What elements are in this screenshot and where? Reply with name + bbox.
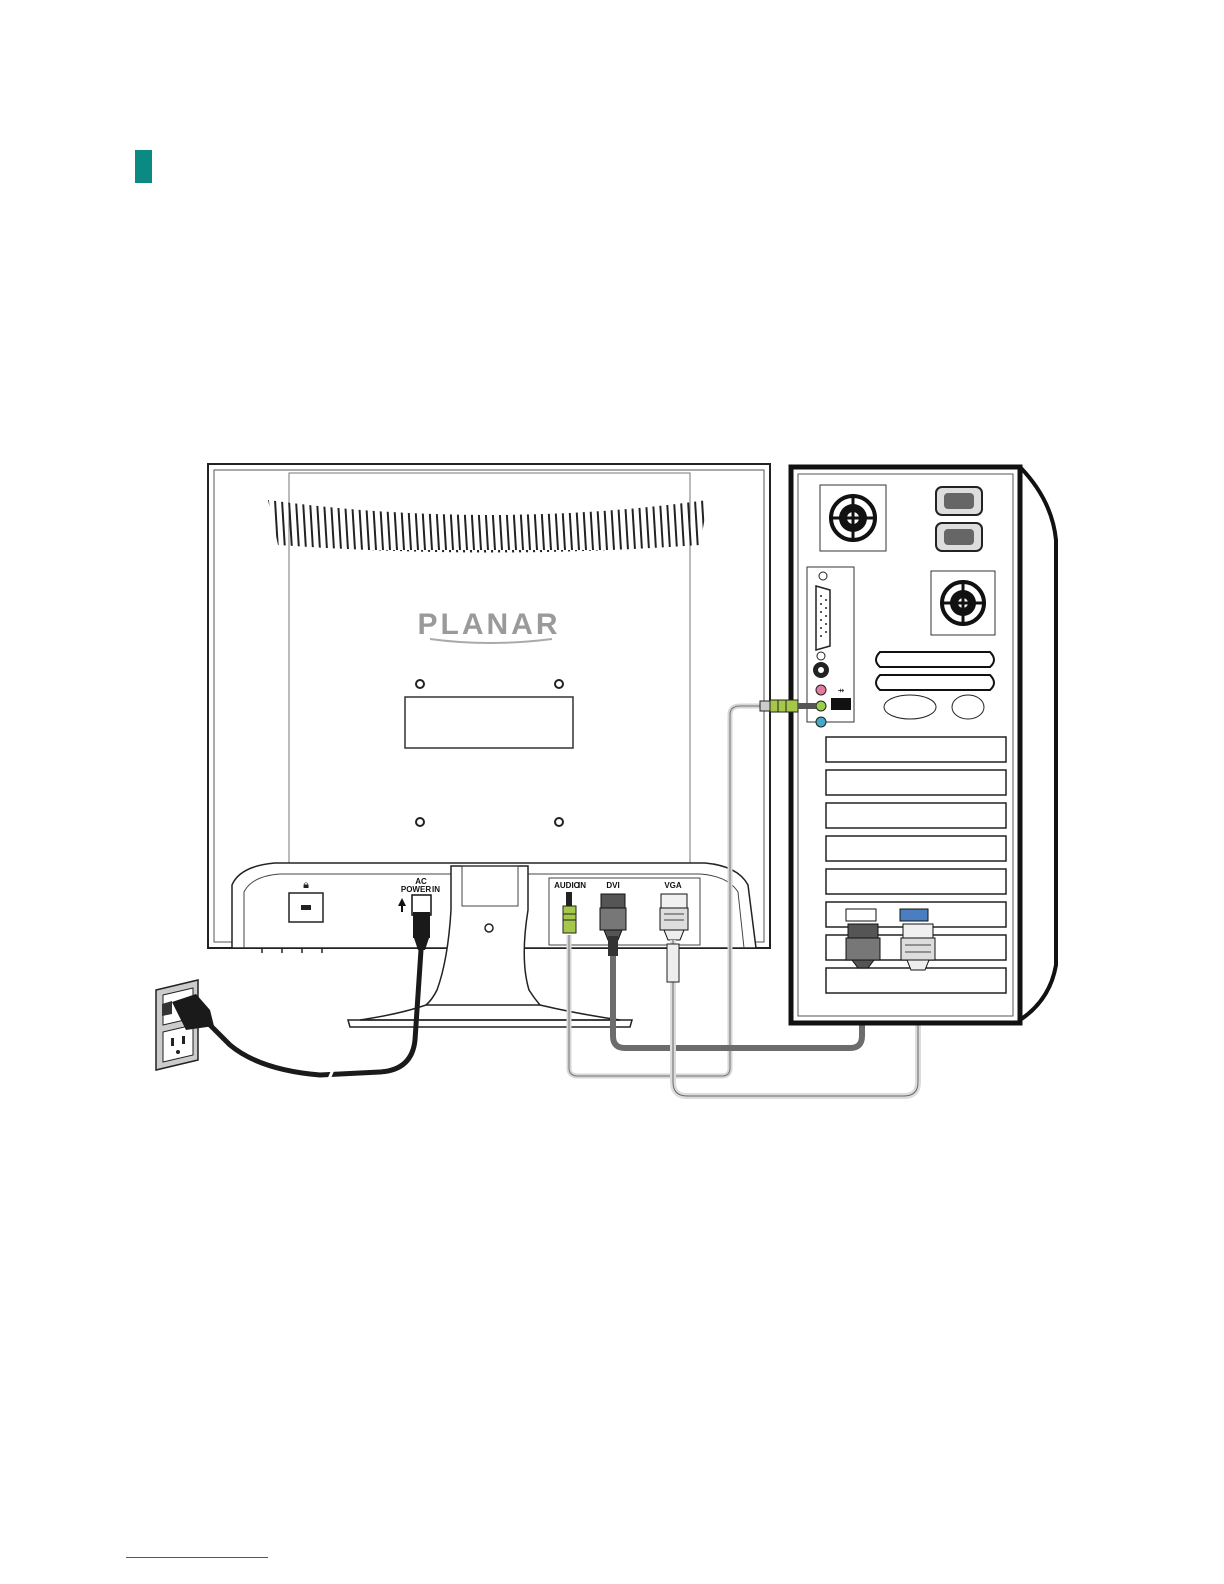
usb-icon: ⇸ [838,686,845,695]
line-out-jack [816,701,826,711]
line-in-jack [816,717,826,727]
vesa-hole [416,818,424,826]
vesa-hole [555,680,563,688]
footer-rule [126,1557,268,1558]
audio-port-label: AUDIO [554,881,580,890]
ac-label-line2: POWER [401,885,431,894]
audio-in-label: IN [578,881,586,890]
label-plate [405,697,573,748]
planar-logo: PLANAR [418,608,561,641]
power-cable [205,950,421,1075]
lock-icon: 🔒︎ [303,879,309,891]
usb-port [831,698,851,710]
vga-port-label: VGA [664,881,682,890]
vesa-hole [416,680,424,688]
ac-label-line3: IN [432,885,440,894]
monitor-stand-base [348,1020,632,1027]
parallel-port [816,586,830,650]
pc-vga-port [900,909,928,921]
vesa-hole [555,818,563,826]
mic-jack [816,685,826,695]
dvi-port-label: DVI [606,881,619,890]
pc-dvi-port [846,909,876,921]
monitor-back: PLANAR 🔒︎ AC POWER IN [208,464,770,1027]
